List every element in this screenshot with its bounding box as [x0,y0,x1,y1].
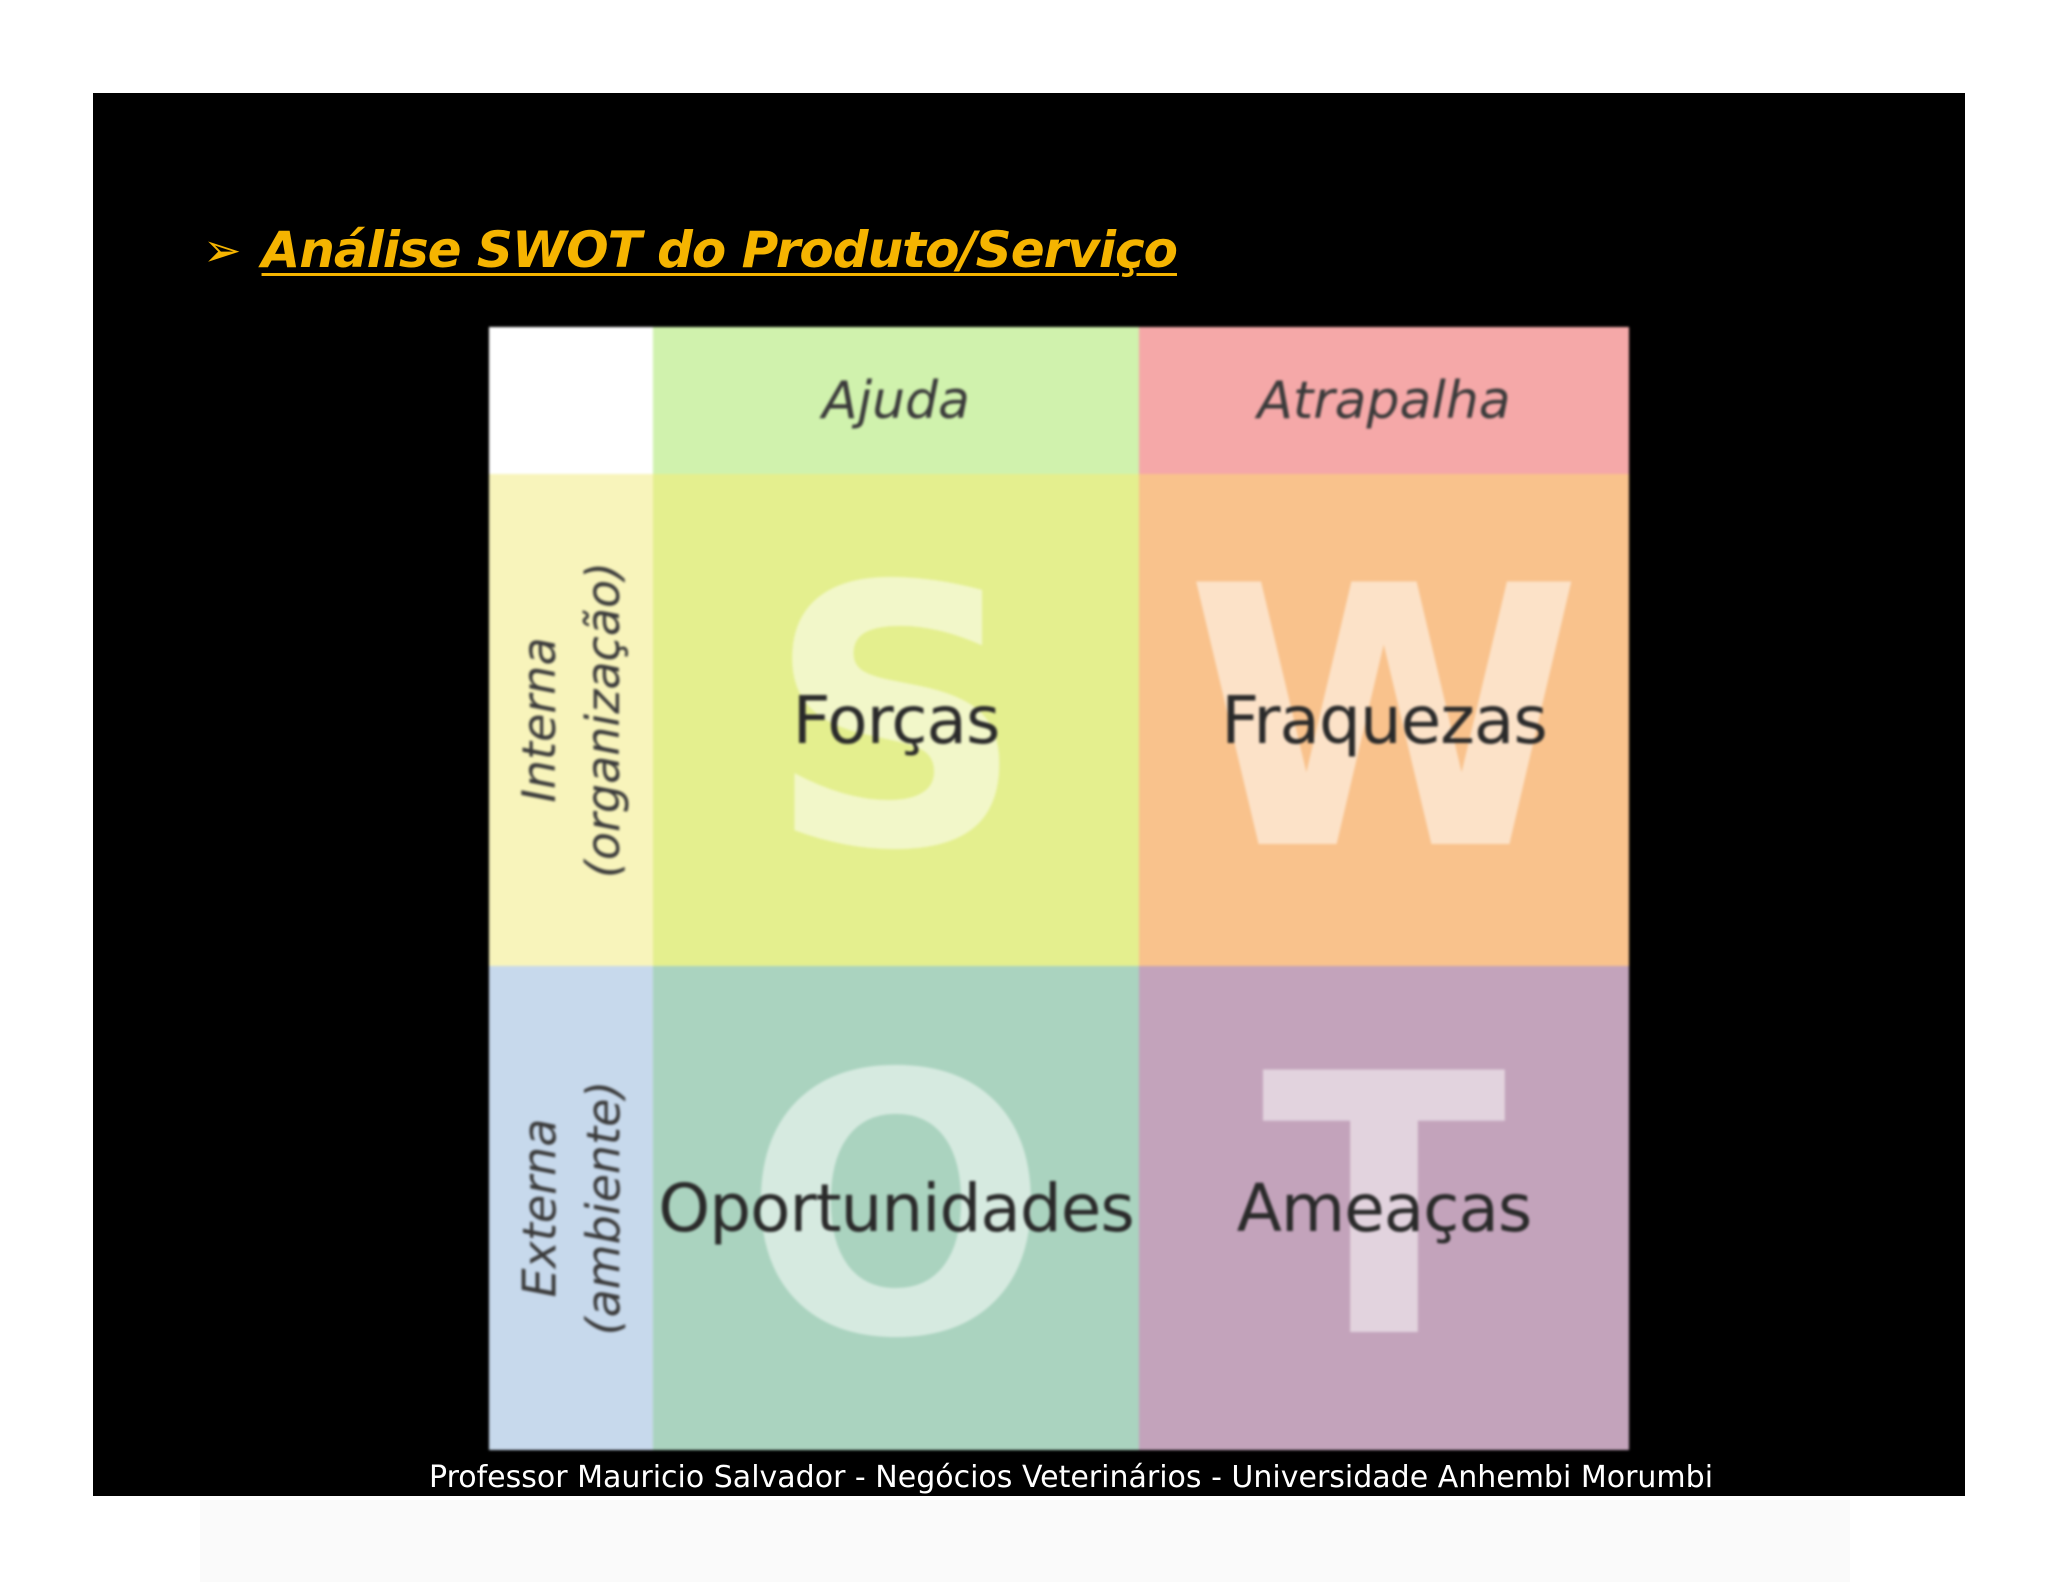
quadrant-strengths: S Forças [653,474,1139,966]
row-internal-line1: Interna [512,637,567,803]
quadrant-weaknesses: W Fraquezas [1139,474,1629,966]
row-header-external: Externa (ambiente) [489,966,653,1450]
column-header-help: Ajuda [653,327,1139,474]
column-header-help-label: Ajuda [822,370,970,431]
matrix-corner [489,327,653,474]
quadrant-opportunities: O Oportunidades [653,966,1139,1450]
quadrant-threats-letter: T [1261,998,1507,1417]
quadrant-threats-label: Ameaças [1236,1169,1533,1247]
quadrant-opportunities-label: Oportunidades [658,1169,1134,1247]
swot-matrix: Ajuda Atrapalha Interna (organização) S … [489,327,1629,1450]
row-header-external-label: Externa (ambiente) [507,1081,635,1336]
row-header-internal-label: Interna (organização) [507,562,635,878]
title-row: ➢ Análise SWOT do Produto/Serviço [203,221,1178,279]
row-external-line2: (ambiente) [576,1080,631,1336]
quadrant-strengths-label: Forças [792,681,1001,759]
quadrant-strengths-letter: S [766,510,1026,929]
quadrant-threats: T Ameaças [1139,966,1629,1450]
row-header-internal: Interna (organização) [489,474,653,966]
row-external-line1: Externa [512,1118,567,1298]
quadrant-opportunities-letter: O [742,998,1050,1417]
quadrant-weaknesses-label: Fraquezas [1221,681,1548,759]
column-header-hinder-label: Atrapalha [1257,370,1511,431]
row-internal-line2: (organização) [576,561,631,879]
quadrant-weaknesses-letter: W [1185,510,1583,929]
column-header-hinder: Atrapalha [1139,327,1629,474]
slide-footer: Professor Mauricio Salvador - Negócios V… [429,1460,1714,1495]
arrow-bullet-icon: ➢ [203,223,242,277]
slide: ➢ Análise SWOT do Produto/Serviço Ajuda … [93,93,1965,1496]
page-bottom-margin [200,1500,1850,1582]
slide-title: Análise SWOT do Produto/Serviço [261,221,1178,279]
